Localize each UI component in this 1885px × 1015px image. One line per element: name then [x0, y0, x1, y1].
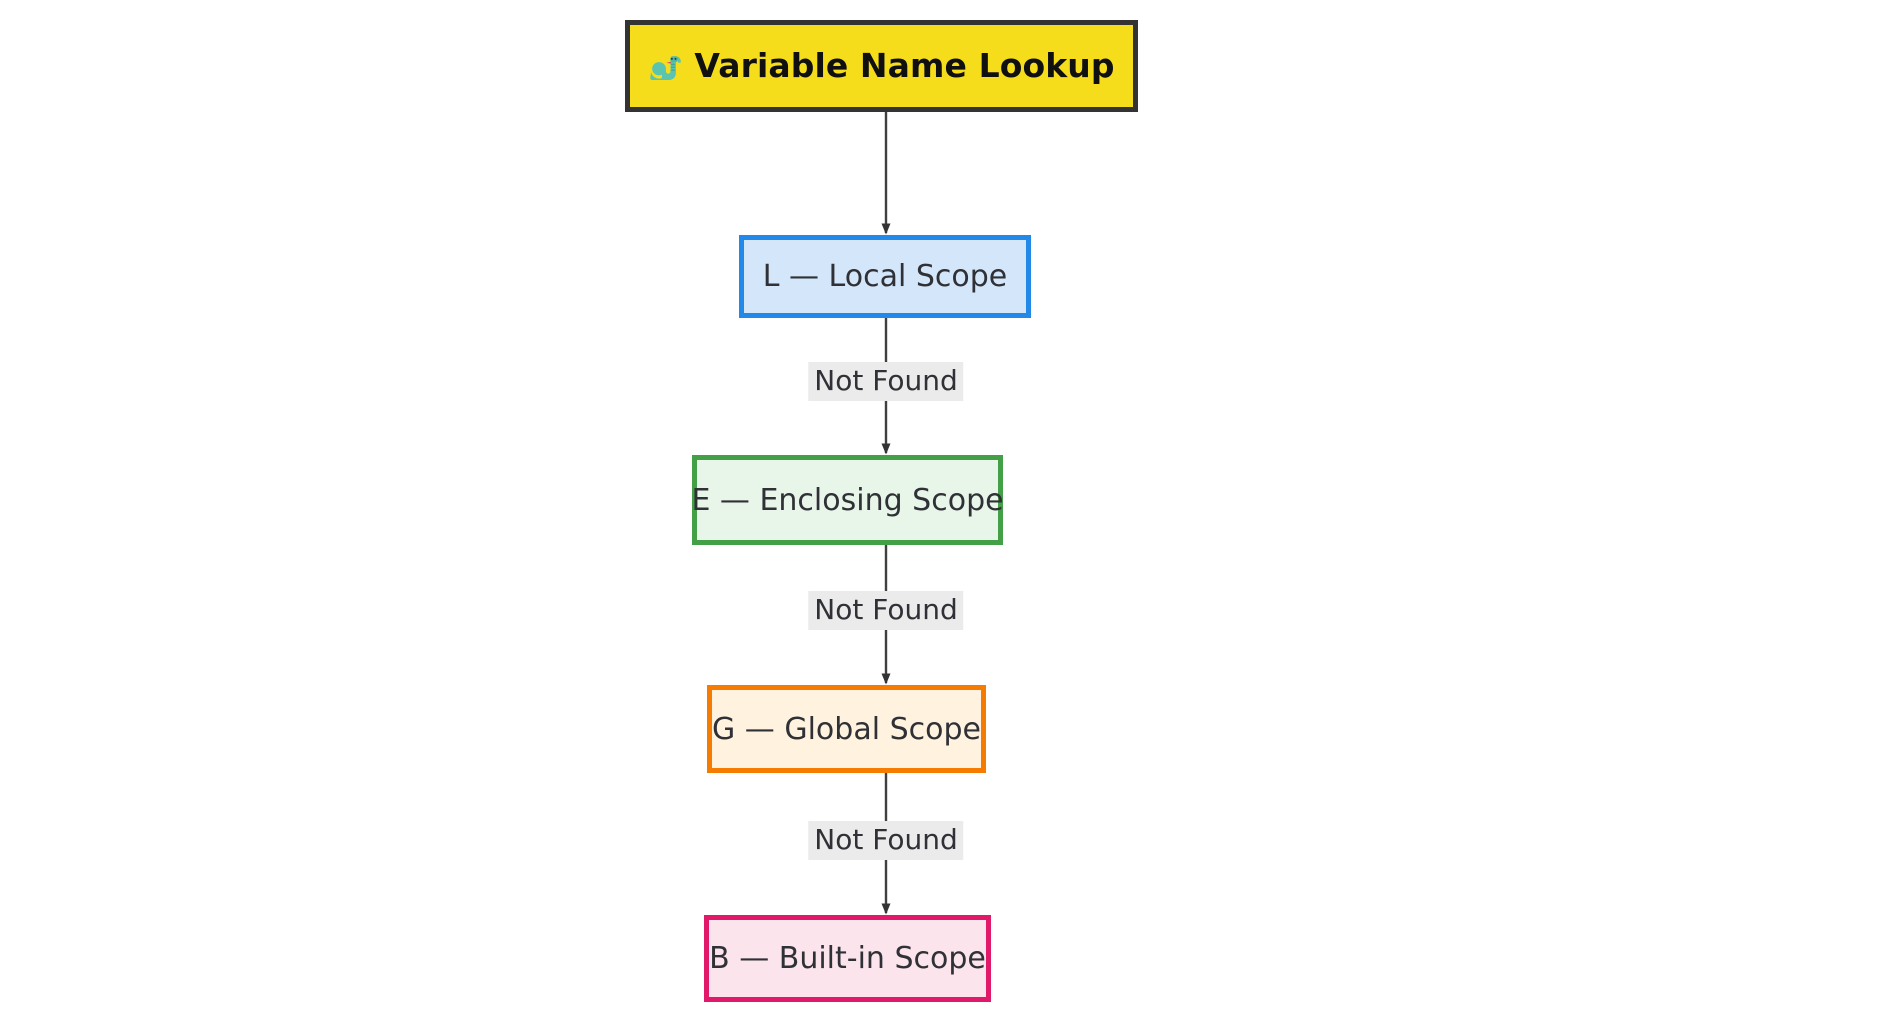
node-enclosing-scope[interactable]: E — Enclosing Scope [691, 455, 1004, 545]
edge-label-global-to-builtin: Not Found [808, 821, 964, 860]
node-root-content: Variable Name Lookup [648, 45, 1115, 85]
node-builtin-scope[interactable]: B — Built-in Scope [704, 915, 991, 1002]
edge-label-local-to-enclosing: Not Found [808, 362, 964, 401]
node-enclosing-scope-label: E — Enclosing Scope [691, 482, 1004, 518]
snake-icon [648, 50, 682, 84]
node-variable-name-lookup[interactable]: Variable Name Lookup [625, 20, 1138, 112]
node-root-label: Variable Name Lookup [694, 45, 1115, 85]
node-builtin-scope-label: B — Built-in Scope [709, 941, 986, 976]
node-global-scope-label: G — Global Scope [712, 711, 981, 747]
edge-label-enclosing-to-global: Not Found [808, 591, 964, 630]
node-global-scope[interactable]: G — Global Scope [707, 685, 986, 773]
node-local-scope[interactable]: L — Local Scope [739, 235, 1031, 318]
node-local-scope-label: L — Local Scope [762, 259, 1008, 294]
